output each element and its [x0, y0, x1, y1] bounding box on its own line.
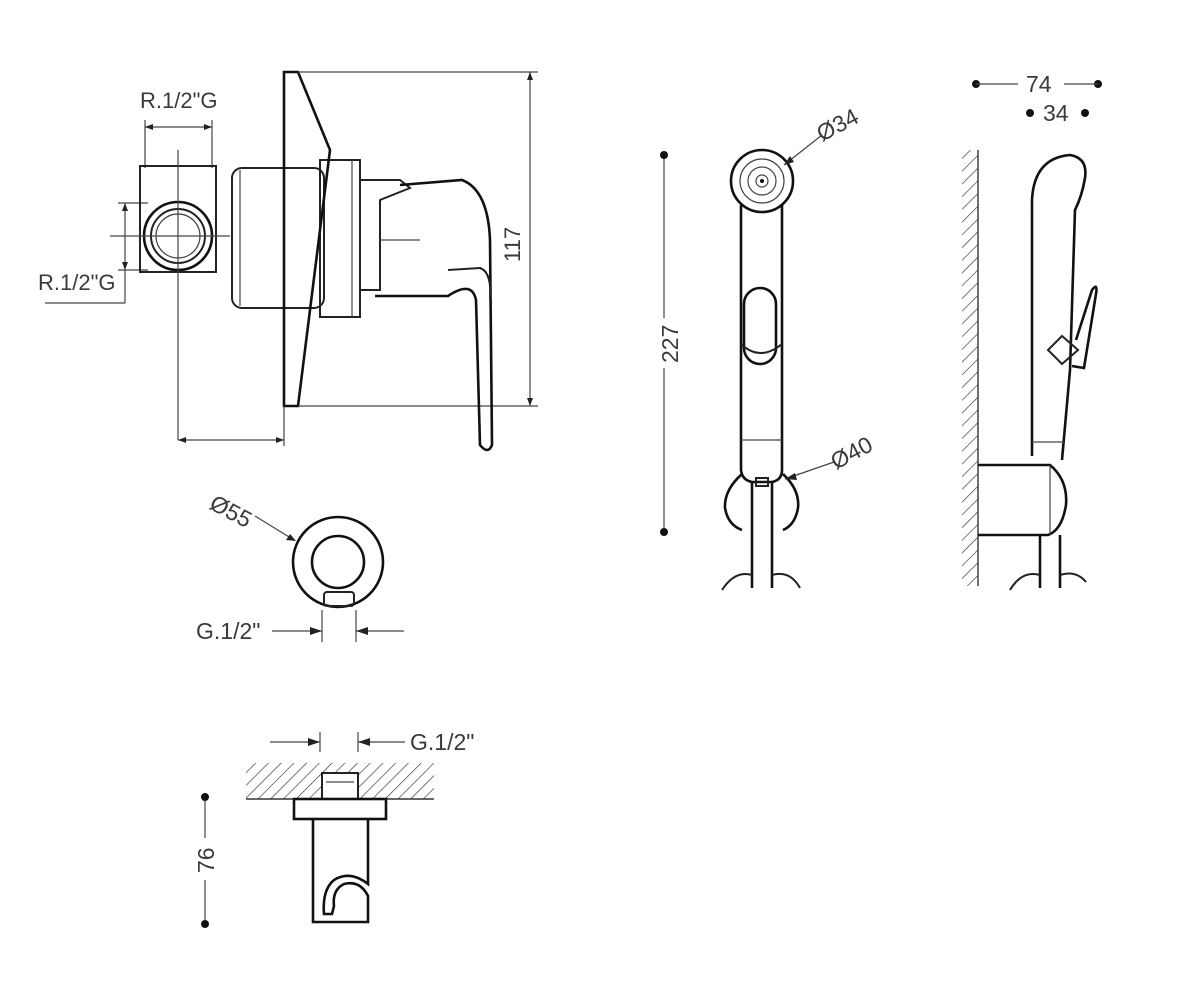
valve-height-label: 117 — [500, 227, 525, 262]
holder-depth-label: 76 — [193, 847, 219, 873]
side-head-depth-label: 34 — [1043, 100, 1069, 126]
holder-side-view: G.1/2" 76 — [193, 729, 474, 928]
handshower-side-view: 74 34 — [962, 71, 1102, 591]
valve-thread-side-label: R.1/2"G — [38, 270, 116, 295]
handshower-front-view: 227 Ø34 Ø40 — [657, 103, 877, 591]
outlet-front-view: Ø55 G.1/2" — [196, 489, 404, 644]
outlet-thread-label: G.1/2" — [196, 618, 260, 644]
valve-thread-top-label: R.1/2"G — [140, 88, 218, 113]
side-projection-label: 74 — [1026, 71, 1052, 97]
holder-diameter-label: Ø40 — [826, 431, 877, 474]
handshower-head-diameter-label: Ø34 — [812, 103, 863, 146]
handshower-length-label: 227 — [657, 325, 683, 363]
valve-side-view: R.1/2"G R.1/2"G 117 — [38, 70, 538, 452]
outlet-diameter-label: Ø55 — [206, 489, 257, 532]
holder-thread-label: G.1/2" — [410, 729, 474, 755]
